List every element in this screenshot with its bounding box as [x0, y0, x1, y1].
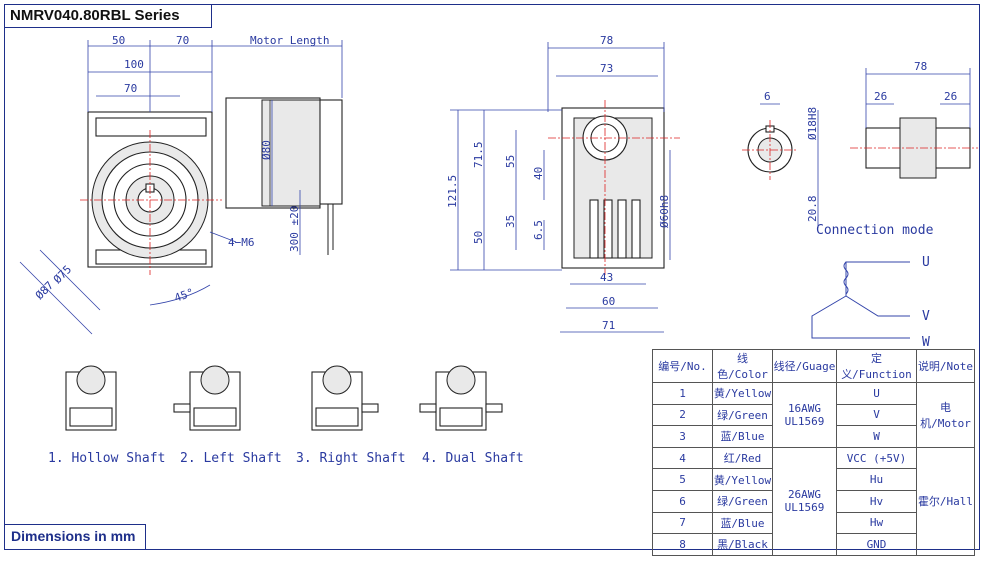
table-row: 8 黑/Black GND [652, 533, 975, 556]
dim-lower-offset: 35 [504, 215, 517, 228]
shaft-option-dual [419, 365, 503, 431]
shaft-options: 1. Hollow Shaft 2. Left Shaft 3. Right S… [48, 365, 524, 466]
wire-color: 黄/Yellow [712, 468, 773, 491]
header-color: 线色/Color [712, 349, 773, 383]
wire-function: U [836, 382, 917, 405]
dim-motor-diameter: Ø80 [260, 140, 273, 160]
dim-connection-length: 78 [914, 60, 927, 73]
wire-no: 3 [652, 425, 713, 448]
wire-color: 黑/Black [712, 533, 773, 556]
dim-left-engagement: 26 [874, 90, 887, 103]
dim-right-engagement: 26 [944, 90, 957, 103]
note-hall: 霍尔/Hall [916, 446, 975, 556]
shaft-option-label-1: 1. Hollow Shaft [48, 451, 165, 466]
wire-function: W [836, 425, 917, 448]
dim-upper-height: 71.5 [472, 142, 485, 169]
wire-no: 8 [652, 533, 713, 556]
table-row: 4 红/Red 26AWG UL1569 VCC (+5V) 霍尔/Hall [652, 446, 975, 556]
dim-base-height: 50 [472, 231, 485, 244]
dim-flange-circle: Ø87 [33, 279, 56, 302]
gauge-awg: 16AWG [787, 401, 822, 415]
wire-no: 1 [652, 382, 713, 405]
dim-shaft-height: 55 [504, 155, 517, 168]
shaft-option-right [311, 365, 379, 431]
table-row: 1 黄/Yellow 16AWG UL1569 U 电机/Motor [652, 382, 975, 448]
connection-detail: 78 26 26 Connection mode [816, 60, 978, 238]
wire-no: 5 [652, 468, 713, 491]
wire-table-header: 编号/No. 线色/Color 线径/Guage 定义/Function 说明/… [652, 349, 975, 383]
wire-function: V [836, 403, 917, 427]
header-gauge: 线径/Guage [772, 349, 837, 383]
connection-mode-caption: Connection mode [816, 223, 934, 238]
table-row: 5 黄/Yellow Hu [652, 468, 975, 491]
table-row: 6 绿/Green Hv [652, 489, 975, 513]
wire-function: Hv [836, 489, 917, 513]
dim-bolt-angle: 45° [173, 286, 196, 305]
front-view: 50 70 Motor Length 100 70 Ø80 300 ±20 4−… [19, 34, 343, 335]
phase-v-label: V [922, 309, 930, 324]
shaft-option-hollow [65, 365, 117, 431]
phase-u-label: U [922, 255, 930, 270]
shaft-option-label-4: 4. Dual Shaft [422, 451, 524, 466]
shaft-bore-detail: 6 Ø18H8 20.8 [742, 90, 819, 228]
dim-bore-diameter: Ø18H8 [806, 107, 819, 140]
gauge-awg: 26AWG [787, 488, 822, 502]
dim-bore-offset: 40 [532, 167, 545, 180]
wire-function: Hu [836, 468, 917, 491]
wire-color: 绿/Green [712, 403, 773, 427]
header-no: 编号/No. [652, 349, 713, 383]
dim-housing-width: 100 [124, 58, 144, 71]
dim-motor-length: Motor Length [250, 34, 329, 47]
wire-function: Hw [836, 511, 917, 535]
wire-function: VCC (+5V) [836, 446, 917, 470]
dim-cable-length: 300 ±20 [288, 206, 301, 252]
phase-w-label: W [922, 335, 930, 350]
wire-table: 编号/No. 线色/Color 线径/Guage 定义/Function 说明/… [652, 349, 975, 556]
dim-pitch-circle: Ø75 [51, 263, 74, 286]
dim-key-depth: 20.8 [806, 196, 819, 223]
units-note: Dimensions in mm [4, 524, 146, 550]
gauge-group-hall: 26AWG UL1569 [772, 446, 837, 556]
dim-bolt-span: 70 [124, 82, 137, 95]
wiring-diagram: U V W [811, 255, 930, 350]
dim-bolt-holes: 4−M6 [228, 236, 255, 249]
gauge-ul: UL1569 [784, 414, 825, 428]
drawing-frame [4, 4, 980, 550]
shaft-option-left [173, 365, 241, 431]
wire-color: 蓝/Blue [712, 425, 773, 448]
wire-color: 黄/Yellow [712, 382, 773, 405]
dim-keyway-width: 6 [764, 90, 771, 103]
dim-side-width: 78 [600, 34, 613, 47]
gauge-group-motor: 16AWG UL1569 [772, 382, 837, 448]
dim-base-inner: 43 [600, 271, 613, 284]
dim-base-mid: 60 [602, 295, 615, 308]
wire-no: 6 [652, 489, 713, 513]
dim-base-outer: 71 [602, 319, 615, 332]
shaft-option-label-3: 3. Right Shaft [296, 451, 406, 466]
dim-side-height: 121.5 [446, 175, 459, 208]
side-view: 78 73 121.5 71.5 55 40 35 6.5 50 Ø60h8 4… [446, 34, 680, 333]
dim-flange-offset: 70 [176, 34, 189, 47]
header-note: 说明/Note [916, 349, 975, 383]
wire-no: 7 [652, 511, 713, 535]
header-function: 定义/Function [836, 349, 917, 383]
wire-color: 绿/Green [712, 489, 773, 513]
wire-no: 2 [652, 403, 713, 427]
shaft-option-label-2: 2. Left Shaft [180, 451, 282, 466]
dim-gearbox-width: 50 [112, 34, 125, 47]
series-title: NMRV040.80RBL Series [4, 4, 212, 28]
wire-color: 蓝/Blue [712, 511, 773, 535]
note-motor: 电机/Motor [916, 382, 975, 448]
dim-side-inner-width: 73 [600, 62, 613, 75]
dim-base-thickness: 6.5 [532, 220, 545, 240]
dim-pilot-diameter: Ø60h8 [658, 195, 671, 228]
wire-no: 4 [652, 446, 713, 470]
gauge-ul: UL1569 [784, 501, 825, 515]
wire-function: GND [836, 533, 917, 556]
wire-color: 红/Red [712, 446, 773, 470]
table-row: 3 蓝/Blue W [652, 425, 975, 448]
